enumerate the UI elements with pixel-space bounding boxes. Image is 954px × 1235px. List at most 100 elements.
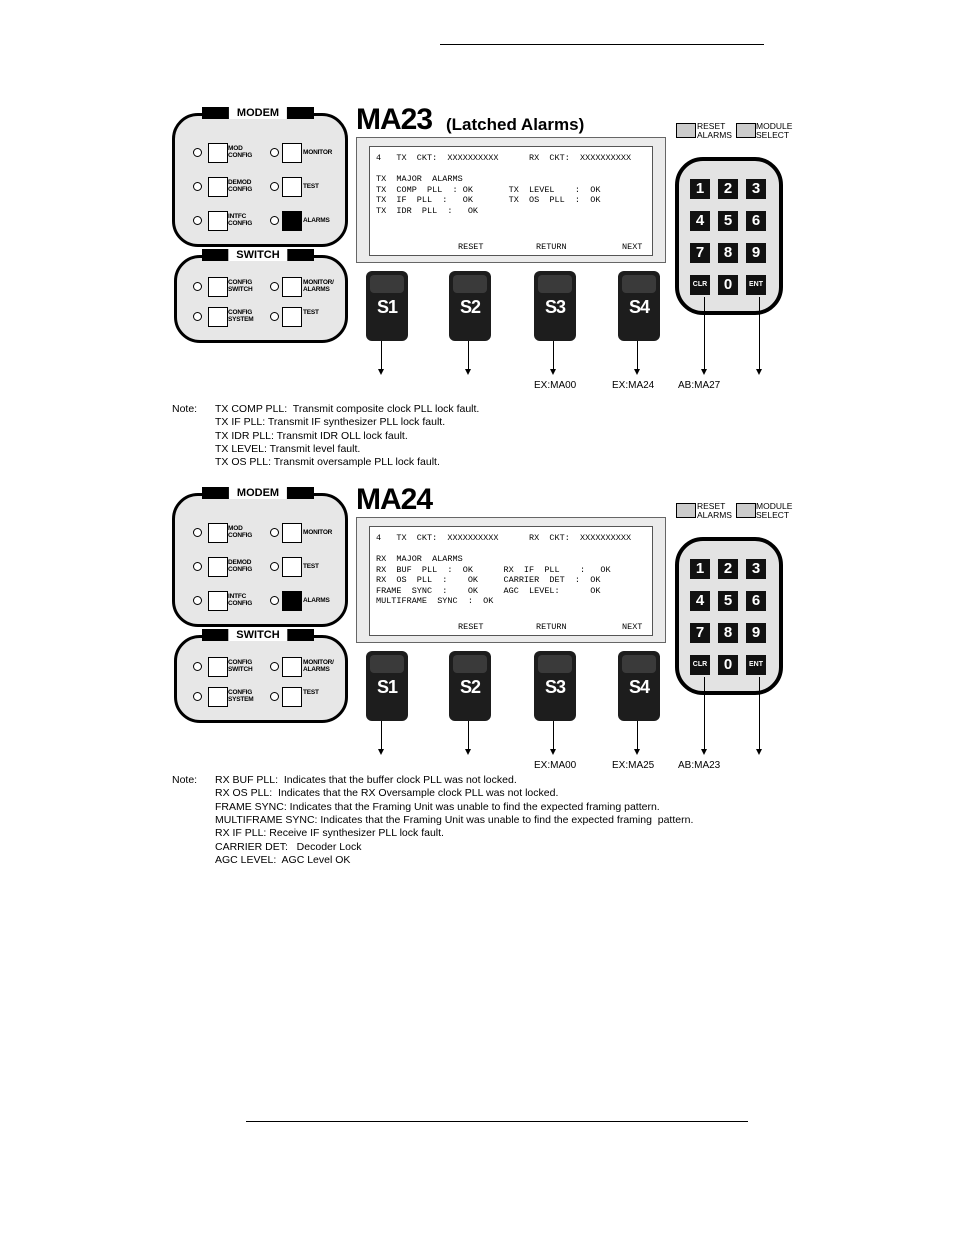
note-item: TX IF PLL: Transmit IF synthesizer PLL l… [215,416,446,429]
modem-key-label: MONITOR [303,149,333,156]
keypad-key-ent[interactable]: ENT [746,275,766,295]
switch-key-right-0[interactable] [282,277,302,297]
switch-panel-title: SWITCH [202,249,314,261]
keypad-key-3[interactable]: 3 [746,559,766,579]
keypad-key-2[interactable]: 2 [718,559,738,579]
caption-s3: EX:MA00 [534,760,577,771]
modem-led [270,528,279,537]
modem-key-right-0[interactable] [282,143,302,163]
module-select-badge [736,503,756,518]
modem-panel-title: MODEM [202,107,314,119]
modem-key-left-1[interactable] [208,177,228,197]
keypad-key-3[interactable]: 3 [746,179,766,199]
modem-key-right-2[interactable] [282,591,302,611]
lcd-line: RX MAJOR ALARMS [376,554,463,564]
note-item: AGC LEVEL: AGC Level OK [215,853,351,866]
softkey-s4[interactable]: S4 [618,651,660,721]
switch-key-right-1[interactable] [282,687,302,707]
modem-key-right-1[interactable] [282,177,302,197]
modem-key-left-2[interactable] [208,211,228,231]
switch-key-left-0[interactable] [208,277,228,297]
keypad-key-clr[interactable]: CLR [690,655,710,675]
modem-key-left-0[interactable] [208,523,228,543]
lcd-softkey-label: NEXT [622,242,643,252]
switch-key-label: TEST [303,309,319,316]
note-item: CARRIER DET: Decoder Lock [215,840,362,853]
keypad-key-2[interactable]: 2 [718,179,738,199]
arrow-s2 [468,721,469,751]
keypad-key-4[interactable]: 4 [690,211,710,231]
modem-key-label: ALARMS [303,597,330,604]
switch-key-left-1[interactable] [208,687,228,707]
note-item: FRAME SYNC: Indicates that the Framing U… [215,800,660,813]
switch-key-left-0[interactable] [208,657,228,677]
softkey-s2[interactable]: S2 [449,651,491,721]
modem-key-right-2[interactable] [282,211,302,231]
keypad-key-8[interactable]: 8 [718,243,738,263]
keypad-key-9[interactable]: 9 [746,243,766,263]
keypad-key-8[interactable]: 8 [718,623,738,643]
keypad-key-0[interactable]: 0 [718,275,738,295]
softkey-s2[interactable]: S2 [449,271,491,341]
switch-key-right-0[interactable] [282,657,302,677]
modem-key-left-0[interactable] [208,143,228,163]
switch-led [270,282,279,291]
modem-panel-title: MODEM [202,487,314,499]
modem-panel [172,493,348,627]
caption-s4: EX:MA25 [612,760,655,771]
switch-key-label: MONITOR/ ALARMS [303,659,334,673]
modem-led [193,216,202,225]
switch-key-right-1[interactable] [282,307,302,327]
modem-key-right-1[interactable] [282,557,302,577]
keypad-key-4[interactable]: 4 [690,591,710,611]
modem-key-label: ALARMS [303,217,330,224]
keypad-key-5[interactable]: 5 [718,591,738,611]
switch-panel-title: SWITCH [202,629,314,641]
softkey-s1[interactable]: S1 [366,271,408,341]
switch-led [270,692,279,701]
modem-key-left-2[interactable] [208,591,228,611]
lcd-line: TX IF PLL : OK TX OS PLL : OK [376,195,601,205]
note-label: Note: [172,403,198,415]
keypad-key-1[interactable]: 1 [690,179,710,199]
keypad-key-7[interactable]: 7 [690,623,710,643]
arrow-s4 [637,721,638,751]
modem-key-right-0[interactable] [282,523,302,543]
modem-key-left-1[interactable] [208,557,228,577]
lcd-softkey-label: RETURN [536,622,567,632]
arrow-s4 [637,341,638,371]
arrow-ent [759,677,760,751]
modem-key-label: DEMOD CONFIG [228,559,253,573]
arrow-s2 [468,341,469,371]
keypad-key-6[interactable]: 6 [746,211,766,231]
switch-panel [174,255,348,343]
keypad-key-5[interactable]: 5 [718,211,738,231]
softkey-s1[interactable]: S1 [366,651,408,721]
note-item: RX IF PLL: Receive IF synthesizer PLL lo… [215,827,444,840]
keypad-key-7[interactable]: 7 [690,243,710,263]
switch-key-label: CONFIG SYSTEM [228,309,254,323]
softkey-s4[interactable]: S4 [618,271,660,341]
switch-key-label: CONFIG SWITCH [228,659,253,673]
modem-key-label: INTFC CONFIG [228,593,253,607]
keypad-key-clr[interactable]: CLR [690,275,710,295]
modem-led [193,562,202,571]
keypad-key-6[interactable]: 6 [746,591,766,611]
keypad-key-ent[interactable]: ENT [746,655,766,675]
softkey-s3[interactable]: S3 [534,651,576,721]
keypad-key-1[interactable]: 1 [690,559,710,579]
switch-key-label: TEST [303,689,319,696]
softkey-s3[interactable]: S3 [534,271,576,341]
keypad-key-9[interactable]: 9 [746,623,766,643]
note-item: MULTIFRAME SYNC: Indicates that the Fram… [215,813,694,826]
modem-key-label: INTFC CONFIG [228,213,253,227]
screen-diagram-ma24: MODEM SWITCH MA24 RESET ALARMS MODULE SE… [170,483,820,783]
module-select-label: MODULE SELECT [756,121,793,140]
keypad-key-0[interactable]: 0 [718,655,738,675]
module-select-label: MODULE SELECT [756,501,793,520]
caption-s3: EX:MA00 [534,380,577,391]
reset-alarms-label: RESET ALARMS [697,501,732,520]
modem-led [193,148,202,157]
switch-key-left-1[interactable] [208,307,228,327]
